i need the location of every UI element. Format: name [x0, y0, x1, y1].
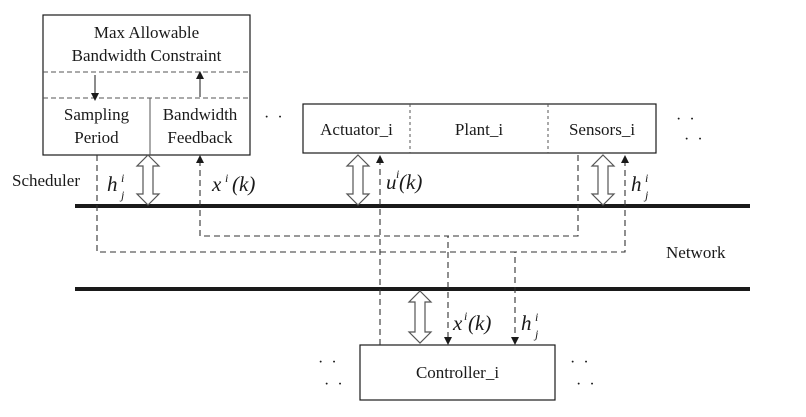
h-sup-sensors: i — [645, 171, 649, 185]
h-sub-scheduler: j — [121, 188, 125, 202]
scheduler-title-line2: Bandwidth Constraint — [71, 46, 222, 65]
ellipsis-controller-right: · · — [570, 354, 591, 371]
h-sup-controller: i — [535, 310, 539, 324]
plant-label: Plant_i — [454, 120, 504, 139]
u-label-actuator: u — [386, 170, 397, 194]
signal-paths — [96, 155, 626, 345]
ellipsis-controller-right-lower: · · — [576, 376, 597, 393]
sampling-period-line2: Period — [74, 128, 119, 147]
ellipsis-scheduler: · · — [264, 109, 285, 126]
x-arg-scheduler: (k) — [232, 172, 256, 196]
bandwidth-feedback-line1: Bandwidth — [162, 105, 238, 124]
x-label-controller: x — [453, 311, 463, 335]
h-sup-scheduler: i — [121, 171, 125, 185]
x-sup-scheduler: i — [225, 171, 229, 185]
sensors-label: Sensors_i — [568, 120, 636, 139]
h-sub-sensors: j — [645, 188, 649, 202]
ellipsis-controller-left-lower: · · — [324, 376, 345, 393]
x-sup-controller: i — [464, 309, 468, 323]
network-label: Network — [666, 243, 726, 262]
h-sub-controller: j — [535, 327, 539, 341]
hollow-double-arrows — [135, 154, 616, 344]
x-arg-controller: (k) — [468, 311, 492, 335]
plant-block — [302, 103, 657, 154]
signal-arrowheads — [196, 155, 629, 345]
ellipsis-controller-left: · · — [318, 354, 339, 371]
h-label-scheduler: h — [107, 172, 118, 196]
x-label-scheduler: x — [212, 172, 222, 196]
u-arg-actuator: (k) — [399, 170, 423, 194]
controller-block — [359, 344, 556, 401]
scheduler-title-line1: Max Allowable — [93, 23, 200, 42]
u-sup-actuator: i — [396, 167, 400, 181]
sampling-period-line1: Sampling — [63, 105, 130, 124]
h-label-controller: h — [521, 311, 532, 335]
ellipsis-plant-lower: · · — [684, 131, 705, 148]
actuator-label: Actuator_i — [320, 120, 393, 139]
ellipsis-plant: · · — [676, 111, 697, 128]
h-label-sensors: h — [631, 172, 642, 196]
bandwidth-feedback-line2: Feedback — [167, 128, 233, 147]
controller-label: Controller_i — [415, 363, 500, 382]
scheduler-block — [42, 14, 251, 156]
scheduler-label: Scheduler — [12, 171, 80, 190]
